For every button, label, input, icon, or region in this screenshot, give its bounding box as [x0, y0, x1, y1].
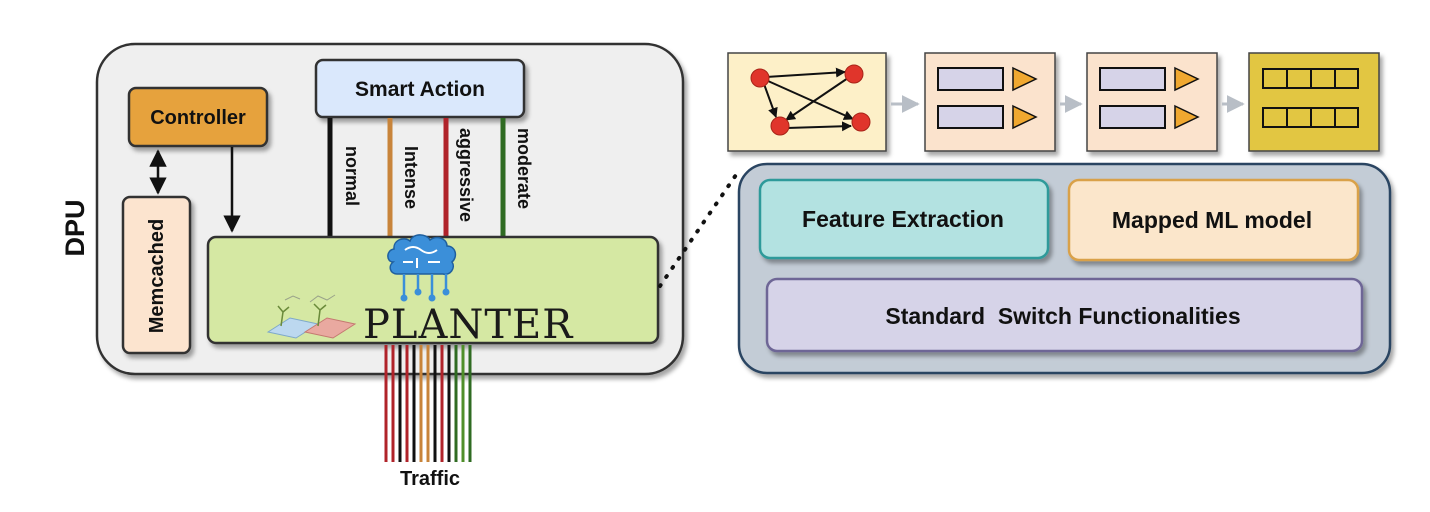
pipeline-stage-2: [1086, 52, 1218, 152]
action-label-moderate: moderate: [514, 128, 534, 209]
graph-node: [844, 64, 864, 84]
graph-node: [770, 116, 790, 136]
feature-extraction-label: Feature Extraction: [802, 206, 1004, 232]
smart-action-label: Smart Action: [355, 78, 485, 101]
dotted-connector: [658, 170, 740, 288]
planter-logo-text: PLANTER: [363, 302, 574, 348]
pipeline-graph-box: [727, 52, 887, 152]
action-label-aggressive: aggressive: [456, 128, 476, 222]
graph-node: [750, 68, 770, 88]
standard-switch-box: Standard Switch Functionalities: [765, 277, 1364, 353]
mapped-ml-model-box: Mapped ML model: [1067, 178, 1360, 262]
brain-icon: [387, 234, 457, 302]
planter-logo-icon: [266, 294, 357, 339]
traffic-label: Traffic: [400, 468, 460, 490]
controller-box: Controller: [127, 86, 269, 148]
graph-edges: [763, 67, 854, 132]
smart-action-box: Smart Action: [314, 58, 526, 119]
graph-node: [851, 112, 871, 132]
action-label-normal: normal: [342, 146, 362, 206]
traffic-lines: [384, 345, 472, 462]
pipeline-stage-1: [924, 52, 1056, 152]
feature-extraction-box: Feature Extraction: [758, 178, 1050, 260]
memcached-label: Memcached: [146, 219, 168, 334]
memcached-box: Memcached: [121, 195, 192, 355]
controller-label: Controller: [150, 107, 246, 129]
pipeline-final-stage: [1248, 52, 1380, 152]
action-label-intense: Intense: [401, 146, 421, 209]
standard-switch-label: Standard Switch Functionalities: [885, 303, 1240, 329]
dpu-label: DPU: [60, 199, 90, 256]
mapped-ml-model-label: Mapped ML model: [1112, 207, 1312, 233]
